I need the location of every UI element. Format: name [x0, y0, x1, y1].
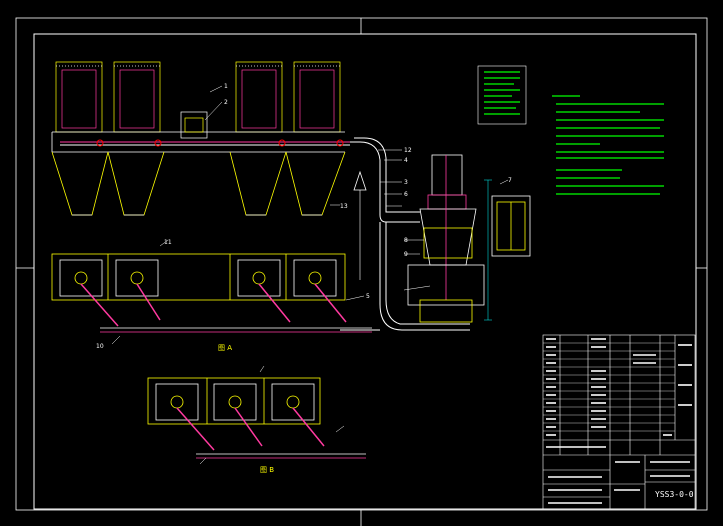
dimension-lines [484, 179, 492, 321]
electrical-cabinet [491, 195, 531, 257]
view-label-b: 图 B [260, 466, 274, 474]
outer-border [15, 17, 708, 511]
part-number-7: 7 [508, 177, 512, 184]
part-number-9: 9 [404, 251, 408, 258]
silo-3 [235, 61, 283, 133]
title-block-rows [543, 342, 675, 432]
part-number-6: 6 [404, 191, 408, 198]
flow-direction-arrow [353, 170, 367, 191]
part-number-1: 1 [224, 83, 228, 90]
drawing-number: YSS3-0-0 [655, 490, 694, 499]
part-callouts [111, 85, 509, 465]
plan-view-a [51, 253, 372, 333]
receiver-tower [407, 154, 485, 323]
part-number-8: 8 [404, 237, 408, 244]
drawing-frame [33, 33, 697, 510]
part-number-11: 11 [164, 239, 172, 246]
part-number-2: 2 [224, 99, 228, 106]
hoppers [51, 131, 346, 216]
part-number-12: 12 [404, 147, 412, 154]
silo-row [55, 61, 341, 133]
part-number-3: 3 [404, 179, 408, 186]
title-block-fill-marks [546, 338, 692, 504]
return-pipeline [340, 222, 470, 331]
part-number-labels: 1 2 3 4 5 6 7 8 9 10 11 12 13 [96, 83, 512, 350]
control-box [180, 111, 208, 139]
silo-2 [113, 61, 161, 133]
top-pipeline [60, 137, 420, 223]
silo-1 [55, 61, 103, 133]
silo-4 [293, 61, 341, 133]
view-label-a: 图 A [218, 344, 232, 352]
plan-view-b [147, 377, 366, 459]
technical-notes [477, 65, 664, 195]
part-number-10: 10 [96, 343, 104, 350]
part-number-13: 13 [340, 203, 348, 210]
center-marks [16, 18, 707, 526]
part-number-4: 4 [404, 157, 408, 164]
part-number-5: 5 [366, 293, 370, 300]
title-block [542, 334, 696, 510]
